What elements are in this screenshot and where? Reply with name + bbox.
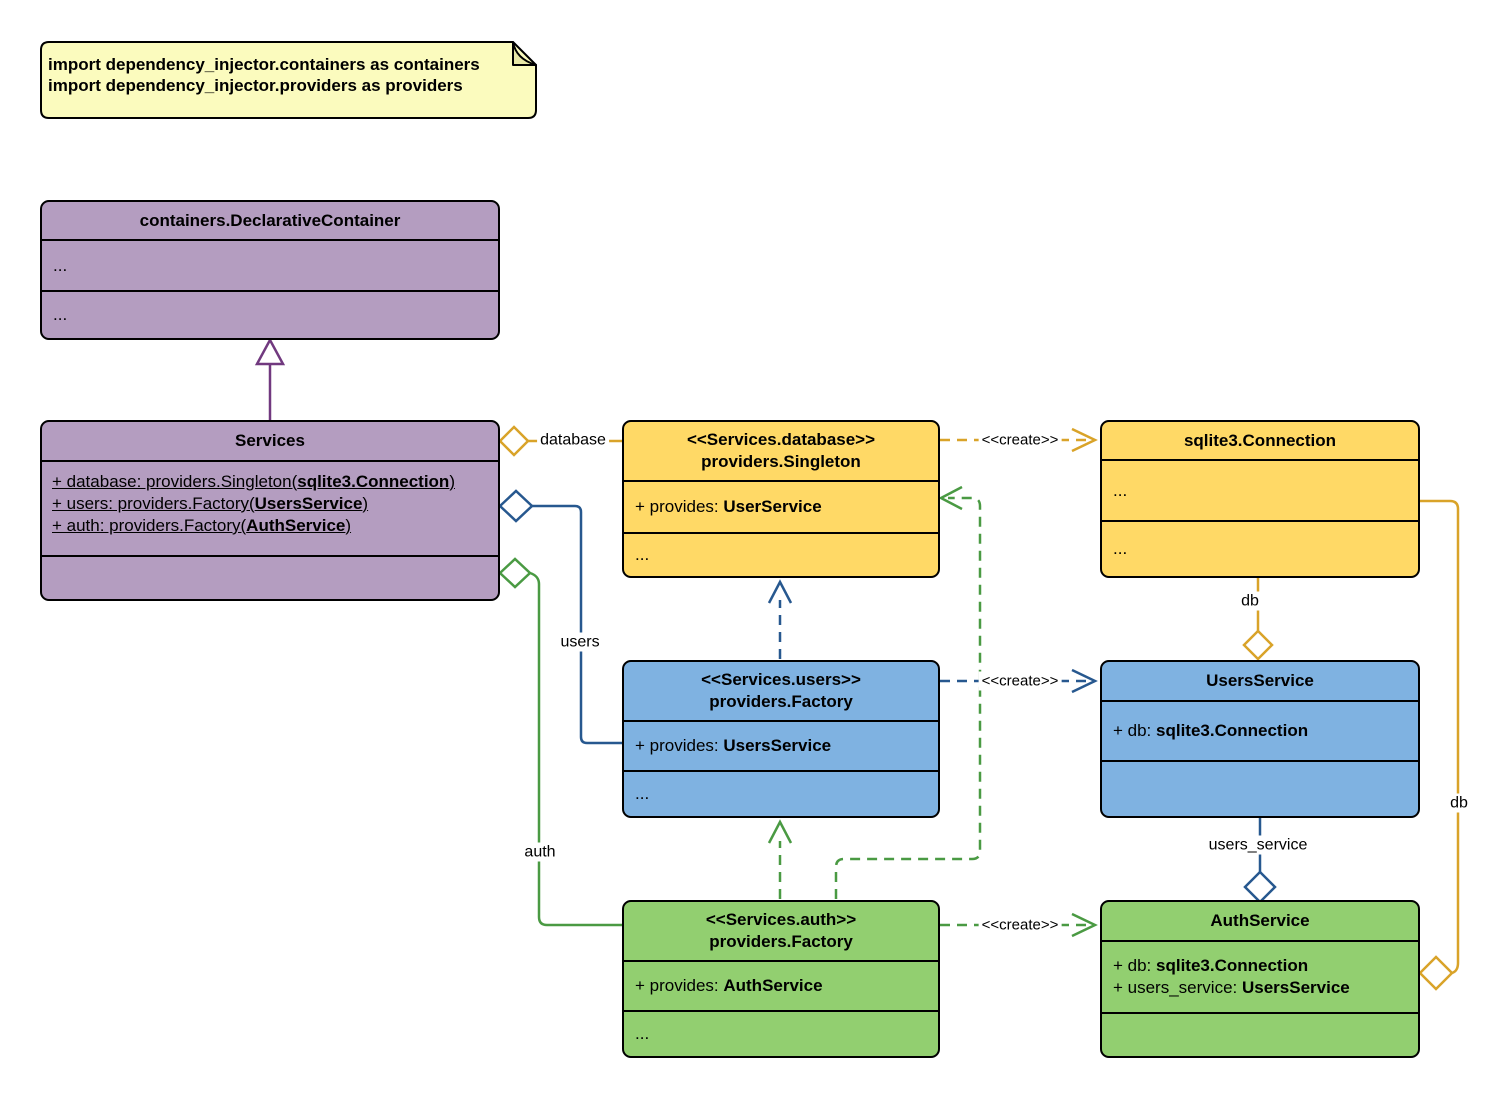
class-attributes-section: + db: sqlite3.Connection + users_service… [1102,940,1418,1012]
create-database-arrowhead-icon [1071,427,1098,453]
edge-label-database: database [537,430,609,450]
edge-db-users-aggregation [1242,578,1274,661]
note-line-1: import dependency_injector.containers as… [48,55,480,74]
edge-label-users: users [557,632,603,652]
auth-diamond-icon [498,557,532,589]
class-empty-section [1102,1012,1418,1056]
dependency-auth-users-arrowhead-icon [767,819,793,844]
edge-label-db-users: db [1238,591,1262,611]
users-line [532,504,622,745]
ellipsis-row: ... [53,255,68,275]
note-line-2: import dependency_injector.providers as … [48,76,463,95]
class-factory-auth: <<Services.auth>> providers.Factory + pr… [622,900,940,1058]
db-users-diamond-icon [1242,629,1274,661]
class-users-service: UsersService + db: sqlite3.Connection [1100,660,1420,818]
attribute-database: + database: providers.Singleton(sqlite3.… [52,472,455,491]
class-attributes-section: + provides: UsersService [624,720,938,770]
edge-label-users-service: users_service [1205,835,1311,855]
edge-dependency-users-to-singleton [767,579,793,659]
edge-label-create-users: <<create>> [978,671,1062,691]
note-body [40,41,537,119]
class-section: ... [1102,459,1418,520]
attribute-provides: + provides: UsersService [635,736,832,755]
ellipsis-row: ... [1113,480,1128,500]
class-section: ... [624,770,938,816]
class-sqlite-connection: sqlite3.Connection ... ... [1100,420,1420,578]
create-auth-arrowhead-icon [1071,912,1098,938]
class-title: AuthService [1210,911,1310,930]
edge-inheritance [254,337,286,420]
class-title: providers.Singleton [701,452,861,471]
class-attributes-section: + provides: AuthService [624,960,938,1010]
class-empty-section [42,555,498,599]
class-section: ... [42,239,498,290]
db-auth-diamond-icon [1418,955,1454,991]
class-title: sqlite3.Connection [1183,430,1337,450]
class-title-block: <<Services.database>> providers.Singleto… [624,422,938,480]
class-title-block: <<Services.users>> providers.Factory [624,662,938,720]
class-singleton-database: <<Services.database>> providers.Singleto… [622,420,940,578]
edge-dependency-auth-to-users [767,819,793,899]
ellipsis-row: ... [635,545,650,564]
class-factory-users: <<Services.users>> providers.Factory + p… [622,660,940,818]
create-users-arrowhead-icon [1071,668,1098,694]
note-text: import dependency_injector.containers as… [48,54,480,96]
class-attributes-section: + db: sqlite3.Connection [1102,700,1418,760]
attribute-users-service: + users_service: UsersService [1113,978,1350,997]
note-shape [40,41,537,119]
edge-db-auth-aggregation [1418,499,1460,991]
attribute-provides: + provides: AuthService [635,976,823,995]
class-attributes-section: + database: providers.Singleton(sqlite3.… [42,460,498,555]
class-attributes-section: + provides: UserService [624,480,938,532]
edge-label-auth: auth [521,842,559,862]
class-title: providers.Factory [709,932,853,951]
class-stereotype: <<Services.database>> [686,430,876,449]
edge-label-create-auth: <<create>> [978,915,1062,935]
database-diamond-icon [498,425,530,457]
db-auth-line [1420,499,1460,975]
edge-users-aggregation [498,489,622,745]
note-folded-corner-icon [512,41,537,66]
auth-line [529,571,622,927]
users-diamond-icon [498,489,534,523]
dependency-auth-singleton-line [834,496,982,899]
class-section: ... [42,290,498,338]
ellipsis-row: ... [635,784,650,803]
class-title: UsersService [1206,671,1314,690]
edge-label-db-auth: db [1447,793,1471,813]
edge-dependency-auth-to-singleton [834,485,982,899]
class-services: Services + database: providers.Singleton… [40,420,500,601]
class-declarative-container: containers.DeclarativeContainer ... ... [40,200,500,340]
import-note: import dependency_injector.containers as… [40,41,537,119]
attribute-auth: + auth: providers.Factory(AuthService) [52,516,352,535]
dependency-auth-singleton-arrowhead-icon [938,485,963,511]
class-empty-section [1102,760,1418,816]
class-title: containers.DeclarativeContainer [139,210,401,230]
class-section: ... [624,532,938,576]
ellipsis-row: ... [53,305,68,324]
attribute-db: + db: sqlite3.Connection [1113,956,1309,975]
attribute-provides: + provides: UserService [635,497,822,516]
class-title: Services [235,431,305,450]
class-title: providers.Factory [709,692,853,711]
dependency-users-arrowhead-icon [767,579,793,604]
class-section: ... [1102,520,1418,576]
inheritance-triangle-icon [254,337,286,366]
edge-users-service-aggregation [1243,818,1277,904]
class-section: ... [624,1010,938,1056]
ellipsis-row: ... [635,1024,650,1043]
users-service-diamond-icon [1243,870,1277,904]
class-auth-service: AuthService + db: sqlite3.Connection + u… [1100,900,1420,1058]
attribute-users: + users: providers.Factory(UsersService) [52,494,369,513]
edge-label-create-database: <<create>> [978,430,1062,450]
class-title-block: <<Services.auth>> providers.Factory [624,902,938,960]
ellipsis-row: ... [1113,539,1128,558]
class-stereotype: <<Services.users>> [701,670,861,689]
class-stereotype: <<Services.auth>> [705,910,857,929]
attribute-db: + db: sqlite3.Connection [1113,721,1309,740]
edge-auth-aggregation [498,557,622,927]
